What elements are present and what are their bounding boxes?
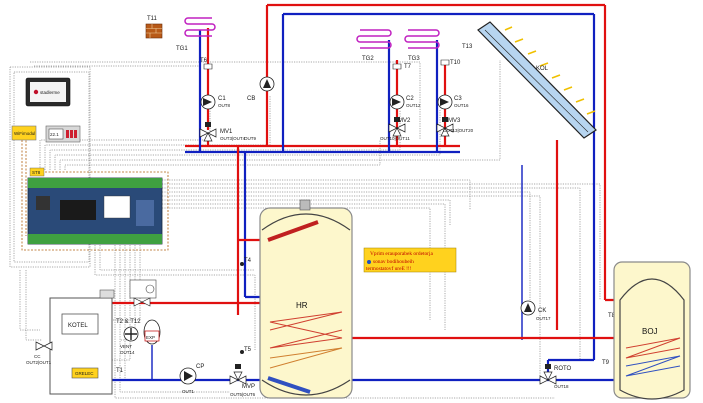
t2-t12-label: T2 & T12 <box>116 319 141 325</box>
sensor-icon <box>240 262 244 266</box>
notice-box: Vprim erauporabek ordetorja sonav bodiho… <box>363 247 457 273</box>
control-wiring <box>9 60 601 399</box>
ck-label: CK <box>538 308 546 314</box>
t7-label: T7 <box>404 64 412 70</box>
boiler-kotel: KOTEL GRELEC CC OUT2|OUT1 <box>26 289 115 395</box>
notice-line-1: Vprim erauporabek ordetorja <box>370 251 433 257</box>
vent-label: VENT <box>120 344 132 349</box>
c2-out-label: OUT12 <box>406 103 421 108</box>
c3-out-label: OUT16 <box>454 103 469 108</box>
t6-label: T6 <box>200 58 208 64</box>
controller-board: ST8 <box>27 167 163 245</box>
line-sensors: T6 T7 T10 T4 T5 T8 T9 T13 T1 T2 & T12 <box>116 44 616 374</box>
floor-heating-icon <box>356 29 392 49</box>
mv1-label: MV1 <box>220 129 233 135</box>
safety-valve-group <box>129 279 157 307</box>
t4-label: T4 <box>244 258 252 264</box>
brick-wall-icon <box>145 23 163 39</box>
roto-label: ROTO <box>554 366 572 372</box>
valve-mvp[interactable]: MVP OUT5|OUT6 <box>229 364 256 397</box>
t8-label: T8 <box>608 313 616 319</box>
roto-out-label: OUT18 <box>554 384 569 389</box>
notice-line-3: termostatovf ureE !!! <box>366 265 412 272</box>
heating-circuits: TG1 TG2 TG3 <box>176 17 440 62</box>
mv1-out-label: OUT3|OUT4 <box>220 136 246 141</box>
tg3-label: TG3 <box>408 56 420 62</box>
mv2-label: MV2 <box>398 118 411 124</box>
pump-c3[interactable]: C3 OUT16 <box>437 94 469 110</box>
c3-label: C3 <box>454 96 462 102</box>
dhw-tank-boj: BOJ <box>613 261 691 400</box>
floor-heating-icon <box>184 17 216 37</box>
t5-label: T5 <box>244 347 252 353</box>
room-thermostat[interactable]: 22.1 <box>45 125 81 143</box>
fuse-label: ST8 <box>32 170 41 175</box>
t9-label: T9 <box>602 360 610 366</box>
notice-line-2: sonav bodihoubeih <box>373 259 414 265</box>
ck-out-label: OUT17 <box>536 316 551 321</box>
mvp-out-label: OUT5|OUT6 <box>230 392 256 397</box>
exp-label: EXP <box>146 335 155 340</box>
controller-brand: stadlerme <box>40 90 60 95</box>
sensor-icon <box>440 59 450 66</box>
c2-label: C2 <box>406 96 414 102</box>
wifi-module: WiFimodul <box>11 125 37 141</box>
c1-label: C1 <box>218 96 226 102</box>
vent-out-label: OUT14 <box>120 350 135 355</box>
tg2-label: TG2 <box>362 56 374 62</box>
room-temp-value: 22.1 <box>50 132 59 137</box>
c1-out-label: OUT8 <box>218 103 230 108</box>
sensor-icon <box>240 350 244 354</box>
tg1-label: TG1 <box>176 46 188 52</box>
mvp-label: MVP <box>242 384 255 390</box>
expansion-vessel: EXP <box>143 319 161 345</box>
solar-collector: KOL <box>477 21 597 139</box>
valve-mv2[interactable]: MV2 OUT10|OUT11 <box>380 117 411 141</box>
pump-cb[interactable]: CB OUT9 <box>244 76 275 141</box>
pump-ck[interactable]: CK OUT17 <box>520 300 551 321</box>
grelec-label: GRELEC <box>75 371 94 376</box>
hr-label: HR <box>296 301 308 310</box>
t13-label: T13 <box>462 44 473 50</box>
cb-label: CB <box>247 96 255 102</box>
kotel-label: KOTEL <box>68 323 88 329</box>
cc-out-label: OUT2|OUT1 <box>26 360 52 365</box>
boj-label: BOJ <box>642 327 658 336</box>
storage-tank-hr: HR <box>259 199 353 399</box>
valve-mv1[interactable]: MV1 OUT3|OUT4 <box>199 122 246 142</box>
valve-roto[interactable]: ROTO OUT18 <box>539 364 572 389</box>
pump-c2[interactable]: C2 OUT12 <box>389 94 421 110</box>
room-controller[interactable]: stadlerme <box>25 77 71 107</box>
sensor-icon <box>203 63 213 70</box>
pump-c1[interactable]: C1 OUT8 <box>200 94 230 110</box>
cp-label: CP <box>196 364 204 370</box>
t11-label: T11 <box>147 16 158 22</box>
cb-out-label: OUT9 <box>244 136 256 141</box>
cc-label: CC <box>34 354 41 359</box>
outdoor-sensor: T11 <box>145 16 163 39</box>
t10-label: T10 <box>450 60 461 66</box>
mv3-out-label: OUT13|OUT20 <box>443 128 474 133</box>
wifi-label: WiFimodul <box>14 131 35 136</box>
mv3-label: MV3 <box>448 118 461 124</box>
cp-out-label: OUT1 <box>182 389 194 394</box>
valve-cc[interactable] <box>35 341 53 351</box>
vent-fan[interactable]: VENT OUT14 <box>120 326 139 355</box>
floor-heating-icon <box>404 29 440 49</box>
t1-label: T1 <box>116 368 124 374</box>
mv2-out-label: OUT10|OUT11 <box>380 136 410 141</box>
pump-cp[interactable]: CP OUT1 <box>179 364 204 394</box>
sensor-icon <box>392 63 402 70</box>
solar-label: KOL <box>536 66 549 72</box>
valve-mv3[interactable]: MV3 OUT13|OUT20 <box>436 117 474 137</box>
